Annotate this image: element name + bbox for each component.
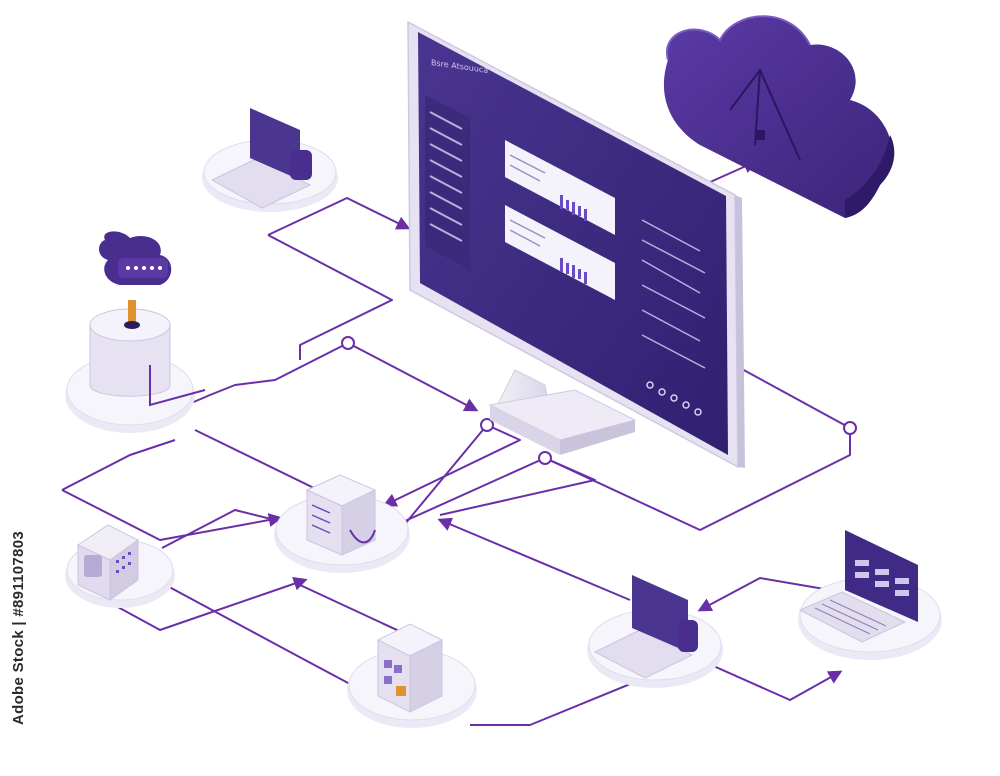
- connection-node: [341, 336, 355, 350]
- chat-bubble-icon: [99, 231, 172, 285]
- desktop-monitor: [407, 20, 745, 469]
- connection-line: [104, 577, 308, 631]
- connection-line: [382, 424, 521, 507]
- connection-line: [384, 457, 546, 531]
- connection-node: [480, 418, 494, 432]
- laptop-screen: [632, 575, 688, 652]
- screen-card: [505, 140, 615, 235]
- cloud-icon: [663, 15, 895, 218]
- laptop-node-bottom: [587, 575, 723, 688]
- server-node-bottom: [347, 623, 477, 728]
- network-diagram: [61, 15, 942, 728]
- connection-line: [347, 342, 479, 412]
- database-node: [65, 231, 206, 433]
- server-node-center: [274, 474, 410, 573]
- laptop-node-top: [202, 108, 338, 212]
- screen-sidebar: [425, 95, 470, 270]
- connection-line: [697, 577, 831, 612]
- laptop-node-right: [798, 530, 942, 660]
- laptop-screen: [250, 108, 300, 180]
- screen-card: [505, 205, 615, 300]
- connection-line: [739, 367, 851, 429]
- connection-line: [159, 581, 383, 702]
- screen-right-panel: [641, 219, 706, 369]
- connection-line: [61, 439, 176, 491]
- connection-line: [161, 509, 276, 549]
- connection-line: [267, 197, 411, 236]
- connection-line: [437, 517, 631, 601]
- server-node-left: [65, 524, 175, 608]
- connection-line: [61, 489, 283, 541]
- connection-line: [544, 428, 851, 531]
- connection-node: [843, 421, 857, 435]
- connection-line: [699, 659, 843, 701]
- connection-nodes: [341, 336, 857, 465]
- connection-line: [174, 342, 349, 411]
- screen-toolbar-icons: [646, 381, 702, 416]
- connection-line: [470, 679, 641, 726]
- connection-line: [267, 234, 393, 360]
- connection-node: [538, 451, 552, 465]
- stock-watermark-id: Adobe Stock | #891107803: [10, 531, 27, 726]
- laptop-screen: [845, 530, 918, 622]
